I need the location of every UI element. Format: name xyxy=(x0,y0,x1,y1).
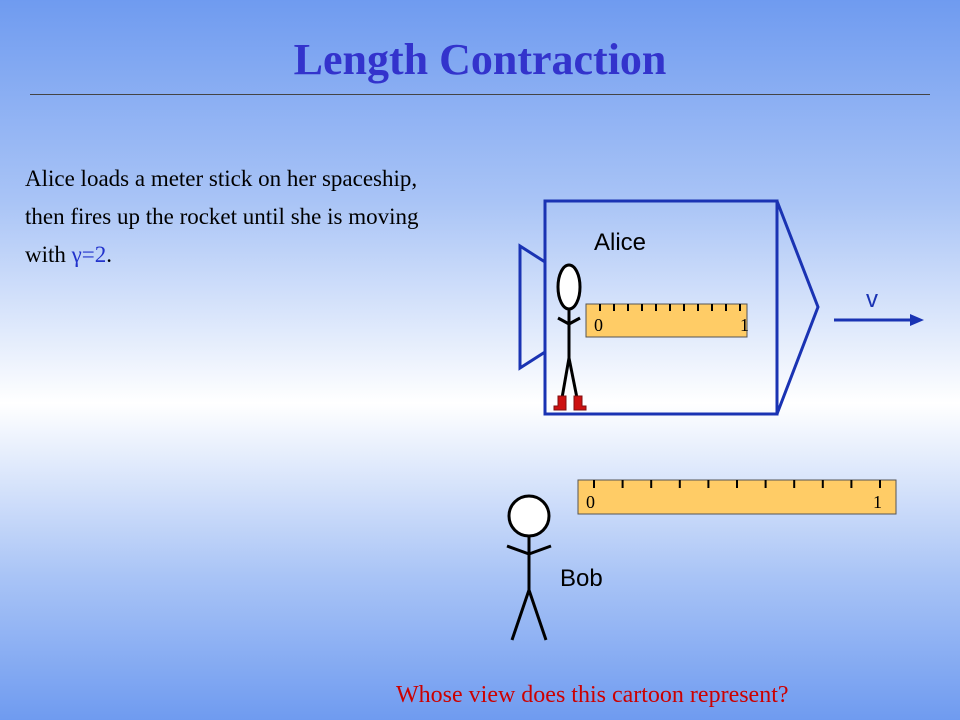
spaceship-nose xyxy=(775,200,820,415)
alice-meter-stick: 0 1 xyxy=(585,303,749,338)
bob-label: Bob xyxy=(560,565,603,592)
alice-figure xyxy=(556,263,582,399)
alice-boots xyxy=(553,395,587,411)
velocity-arrow xyxy=(834,314,924,326)
footer-question: Whose view does this cartoon represent? xyxy=(396,682,789,708)
rocket-thruster xyxy=(518,243,547,371)
spaceship xyxy=(518,199,820,416)
velocity-label: v xyxy=(866,286,878,313)
body-main-text: Alice loads a meter stick on her spacesh… xyxy=(25,166,419,267)
bob-ruler-start-label: 0 xyxy=(586,492,595,512)
alice-ruler-end-label: 1 xyxy=(740,315,749,335)
bob-head xyxy=(507,494,551,538)
body-end-text: . xyxy=(106,242,113,267)
bob-meter-stick: 0 1 xyxy=(577,479,897,515)
bob-ruler-end-label: 1 xyxy=(873,492,882,512)
alice-label: Alice xyxy=(594,229,646,256)
spaceship-cabin xyxy=(543,199,779,416)
alice-head xyxy=(556,263,582,311)
slide-body-text: Alice loads a meter stick on her spacesh… xyxy=(25,160,445,274)
slide-title: Length Contraction xyxy=(293,35,667,84)
bob-figure xyxy=(506,494,552,641)
gamma-value: γ=2 xyxy=(71,242,107,267)
title-divider xyxy=(30,94,930,95)
alice-ruler-start-label: 0 xyxy=(594,315,603,335)
